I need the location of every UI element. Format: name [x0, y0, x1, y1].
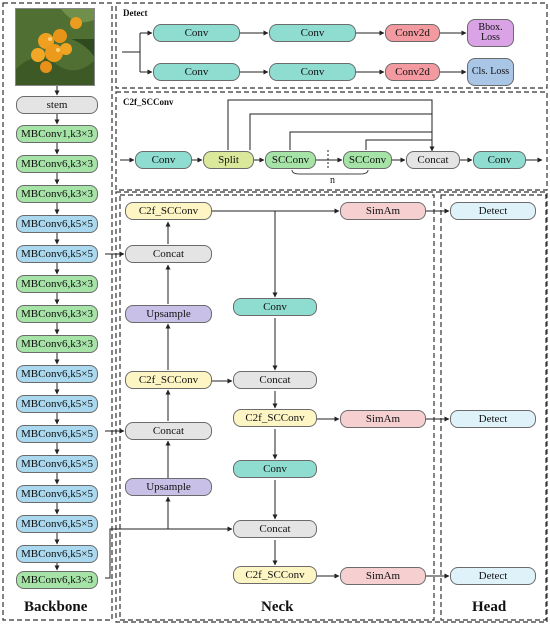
- backbone-block-15: MBConv6,k5×5: [16, 545, 98, 563]
- neck-title: Neck: [261, 599, 294, 615]
- loquat-fruit-icon: [16, 9, 94, 85]
- detect-conv2d-2: Conv2d: [385, 63, 440, 81]
- c2f-conv-out: Conv: [473, 151, 526, 169]
- c2f-scconv-n: SCConv: [343, 151, 392, 169]
- c2f-frame: [115, 91, 548, 191]
- backbone-block-3: MBConv6,k3×3: [16, 185, 98, 203]
- loquat-fruit-photo: [15, 8, 95, 86]
- backbone-block-1: MBConv1,k3×3: [16, 125, 98, 143]
- bbox-loss-node: Bbox. Loss: [467, 19, 514, 47]
- backbone-block-11: MBConv6,k5×5: [16, 425, 98, 443]
- neck-conv-1: Conv: [233, 298, 317, 316]
- head-title: Head: [472, 599, 507, 615]
- neck-arrows: [105, 208, 450, 579]
- detect-conv-2a: Conv: [153, 63, 240, 81]
- simam-2: SimAm: [340, 410, 426, 428]
- backbone-block-14: MBConv6,k5×5: [16, 515, 98, 533]
- cls-loss-node: Cls. Loss: [467, 58, 514, 86]
- c2f-module-arrows: [120, 99, 543, 175]
- c2f-box-title: C2f_SCConv: [123, 97, 174, 107]
- neck-c2f-mid: C2f_SCConv: [125, 371, 212, 389]
- c2f-repeat-n-label: n: [330, 175, 335, 186]
- neck-concat-3: Concat: [233, 371, 317, 389]
- c2f-scconv-1: SCConv: [265, 151, 316, 169]
- backbone-title: Backbone: [24, 599, 88, 615]
- neck-concat-4: Concat: [233, 520, 317, 538]
- backbone-block-2: MBConv6,k3×3: [16, 155, 98, 173]
- backbone-frame: [2, 2, 113, 621]
- head-detect-1: Detect: [450, 202, 536, 220]
- neck-c2f-right-1: C2f_SCConv: [233, 409, 317, 427]
- detect-box-title: Detect: [123, 8, 148, 18]
- detect-conv2d-1: Conv2d: [385, 24, 440, 42]
- backbone-block-6: MBConv6,k3×3: [16, 275, 98, 293]
- simam-1: SimAm: [340, 202, 426, 220]
- head-detect-2: Detect: [450, 410, 536, 428]
- detect-module-arrows: [122, 30, 467, 75]
- stem-node: stem: [16, 96, 98, 114]
- backbone-block-7: MBConv6,k3×3: [16, 305, 98, 323]
- c2f-concat: Concat: [406, 151, 460, 169]
- lower-frame: [115, 191, 548, 623]
- neck-conv-2: Conv: [233, 460, 317, 478]
- backbone-block-8: MBConv6,k3×3: [16, 335, 98, 353]
- detect-frame: [115, 2, 548, 89]
- head-frame: [440, 194, 547, 621]
- detect-conv-1a: Conv: [153, 24, 240, 42]
- backbone-block-13: MBConv6,k5×5: [16, 485, 98, 503]
- simam-3: SimAm: [340, 567, 426, 585]
- backbone-block-5: MBConv6,k5×5: [16, 245, 98, 263]
- c2f-split: Split: [203, 151, 254, 169]
- neck-c2f-right-2: C2f_SCConv: [233, 566, 317, 584]
- backbone-block-9: MBConv6,k5×5: [16, 365, 98, 383]
- backbone-block-16: MBConv6,k3×3: [16, 571, 98, 589]
- c2f-conv-in: Conv: [135, 151, 192, 169]
- neck-upsample-1: Upsample: [125, 305, 212, 323]
- neck-upsample-2: Upsample: [125, 478, 212, 496]
- neck-frame: [119, 194, 435, 621]
- neck-concat-2: Concat: [125, 422, 212, 440]
- backbone-block-4: MBConv6,k5×5: [16, 215, 98, 233]
- detect-conv-1b: Conv: [269, 24, 356, 42]
- backbone-block-10: MBConv6,k5×5: [16, 395, 98, 413]
- backbone-block-12: MBConv6,k5×5: [16, 455, 98, 473]
- neck-concat-1: Concat: [125, 245, 212, 263]
- head-detect-3: Detect: [450, 567, 536, 585]
- neck-c2f-top: C2f_SCConv: [125, 202, 212, 220]
- detect-conv-2b: Conv: [269, 63, 356, 81]
